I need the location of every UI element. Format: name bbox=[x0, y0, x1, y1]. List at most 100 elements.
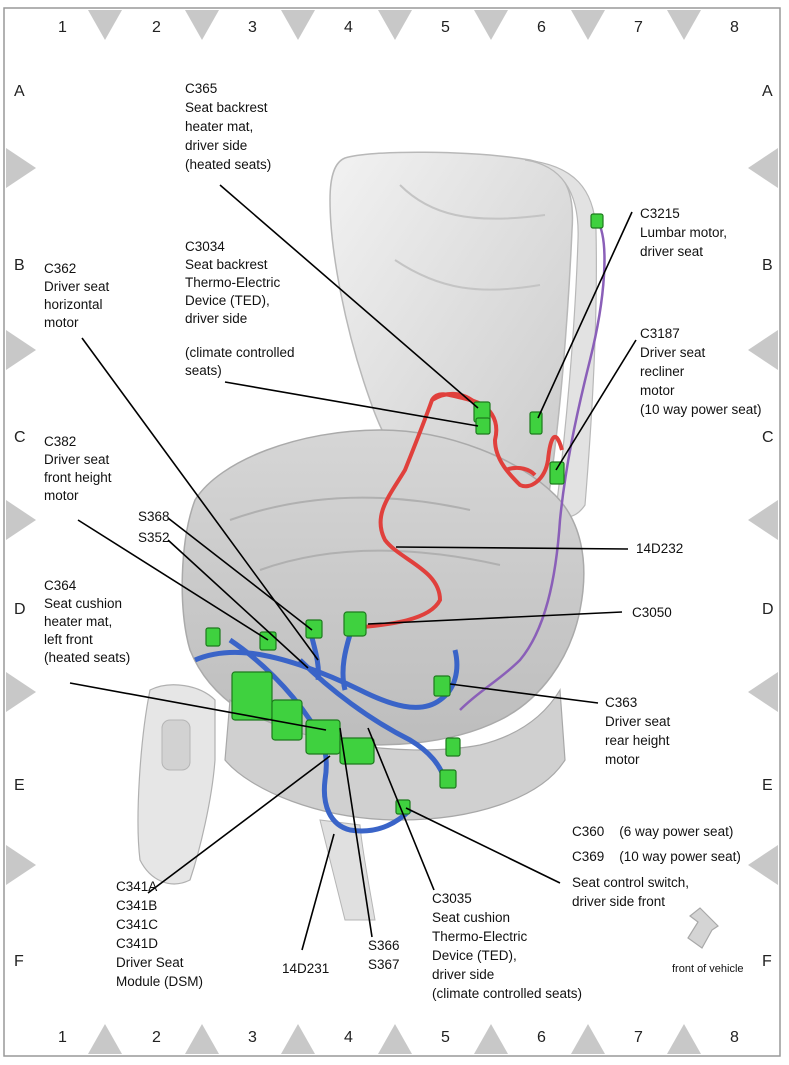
connector-c382 bbox=[259, 631, 277, 651]
label-c3187: C3187 Driver seat recliner motor (10 way… bbox=[640, 326, 762, 417]
grid-col-1: 1 bbox=[58, 1029, 67, 1046]
grid-rows-right: A B C D E F bbox=[762, 83, 774, 970]
seat-rail bbox=[319, 819, 376, 921]
cushion-seam-2 bbox=[259, 549, 501, 571]
dsm-module-2 bbox=[271, 699, 303, 741]
grid-row-b: B bbox=[762, 257, 773, 274]
grid-markers bbox=[6, 10, 778, 1054]
label-c3034: C3034 Seat backrest Thermo-Electric Devi… bbox=[185, 239, 298, 378]
grid-row-c: C bbox=[762, 429, 774, 446]
seat-bracket-slot bbox=[161, 719, 191, 771]
heater-harness-red-branch bbox=[430, 391, 537, 477]
grid-col-7: 7 bbox=[634, 1029, 643, 1046]
label-c362: C362 Driver seat horizontal motor bbox=[44, 261, 113, 330]
label-14d232: 14D232 bbox=[636, 541, 683, 556]
connector-c3035 bbox=[339, 737, 375, 765]
grid-col-4: 4 bbox=[344, 19, 353, 36]
grid-row-e: E bbox=[14, 777, 25, 794]
lumbar-harness-purple bbox=[459, 219, 606, 711]
grid-col-2: 2 bbox=[152, 1029, 161, 1046]
leader-c364 bbox=[69, 682, 327, 731]
leader-c382 bbox=[77, 519, 269, 641]
grid-col-8: 8 bbox=[730, 1029, 739, 1046]
seat-harness-blue-3 bbox=[298, 658, 448, 781]
dsm-module bbox=[231, 671, 273, 721]
leader-c3035 bbox=[367, 727, 435, 891]
leader-c3050 bbox=[367, 611, 623, 625]
connector-c341 bbox=[305, 719, 341, 755]
connector-c3050 bbox=[343, 611, 367, 637]
leader-s366 bbox=[339, 727, 373, 938]
grid-row-f: F bbox=[14, 953, 24, 970]
grid-row-a: A bbox=[762, 83, 773, 100]
label-c360: C360 (6 way power seat) bbox=[572, 824, 733, 839]
leader-switch bbox=[405, 807, 561, 884]
label-c3215: C3215 Lumbar motor, driver seat bbox=[640, 206, 731, 259]
label-c341: C341A C341B C341C C341D Driver Seat Modu… bbox=[116, 879, 203, 989]
leader-c3215 bbox=[537, 211, 633, 419]
connectors bbox=[205, 213, 604, 815]
grid-col-4: 4 bbox=[344, 1029, 353, 1046]
leader-14d232 bbox=[395, 546, 629, 550]
label-c365: C365 Seat backrest heater mat, driver si… bbox=[185, 81, 271, 172]
seat-harness-blue-2 bbox=[228, 637, 412, 834]
leader-c362 bbox=[81, 337, 319, 661]
leader-s352 bbox=[167, 539, 309, 669]
leader-c365 bbox=[219, 184, 479, 409]
grid-col-3: 3 bbox=[248, 19, 257, 36]
cushion-seam bbox=[229, 496, 471, 521]
label-c3050: C3050 bbox=[632, 605, 672, 620]
leader-14d231 bbox=[301, 833, 335, 951]
grid-rows-left: A B C D E F bbox=[14, 83, 26, 970]
connector-c362 bbox=[305, 619, 323, 639]
grid-col-7: 7 bbox=[634, 19, 643, 36]
label-c364: C364 Seat cushion heater mat, left front… bbox=[44, 578, 130, 665]
grid-row-b: B bbox=[14, 257, 25, 274]
connector-c360 bbox=[445, 737, 461, 757]
leader-c3034 bbox=[224, 381, 479, 427]
grid-columns-top: 1 2 3 4 5 6 7 8 bbox=[58, 19, 739, 36]
leader-c341 bbox=[147, 755, 331, 894]
label-s352: S352 bbox=[138, 530, 170, 545]
connector-c3034 bbox=[475, 417, 491, 435]
grid-col-2: 2 bbox=[152, 19, 161, 36]
grid-col-1: 1 bbox=[58, 19, 67, 36]
grid-col-6: 6 bbox=[537, 1029, 546, 1046]
connector-c363 bbox=[433, 675, 451, 697]
leader-c3187 bbox=[555, 339, 637, 471]
backrest-seam bbox=[399, 184, 546, 220]
leader-s368 bbox=[167, 517, 313, 631]
grid-col-5: 5 bbox=[441, 19, 450, 36]
front-of-vehicle-arrow-icon bbox=[687, 907, 719, 949]
label-14d231: 14D231 bbox=[282, 961, 329, 976]
label-c369: C369 (10 way power seat) bbox=[572, 849, 741, 864]
grid-col-5: 5 bbox=[441, 1029, 450, 1046]
callout-labels: C365 Seat backrest heater mat, driver si… bbox=[44, 81, 762, 1001]
grid-row-a: A bbox=[14, 83, 25, 100]
backrest-seam-2 bbox=[394, 259, 541, 291]
grid-row-e: E bbox=[762, 777, 773, 794]
connector-c364 bbox=[205, 627, 221, 647]
label-c3035: C3035 Seat cushion Thermo-Electric Devic… bbox=[432, 891, 582, 1001]
connector-c360-b bbox=[439, 769, 457, 789]
connector-c3215-b bbox=[529, 411, 543, 435]
label-s368: S368 bbox=[138, 509, 170, 524]
label-c363: C363 Driver seat rear height motor bbox=[605, 695, 674, 767]
label-c382: C382 Driver seat front height motor bbox=[44, 434, 115, 503]
grid-col-6: 6 bbox=[537, 19, 546, 36]
grid-row-f: F bbox=[762, 953, 772, 970]
grid-col-3: 3 bbox=[248, 1029, 257, 1046]
connector-c3215 bbox=[590, 213, 604, 229]
label-front-of-vehicle: front of vehicle bbox=[672, 963, 744, 975]
grid-col-8: 8 bbox=[730, 19, 739, 36]
seat-bracket bbox=[137, 684, 216, 885]
seat-cushion bbox=[181, 429, 585, 746]
seat-illustration bbox=[137, 151, 719, 949]
grid-columns-bottom: 1 2 3 4 5 6 7 8 bbox=[58, 1029, 739, 1046]
leader-lines bbox=[69, 184, 637, 951]
grid-row-d: D bbox=[14, 601, 26, 618]
grid-row-d: D bbox=[762, 601, 774, 618]
leader-c363 bbox=[449, 683, 599, 704]
label-seat-control-switch: Seat control switch, driver side front bbox=[572, 875, 693, 909]
